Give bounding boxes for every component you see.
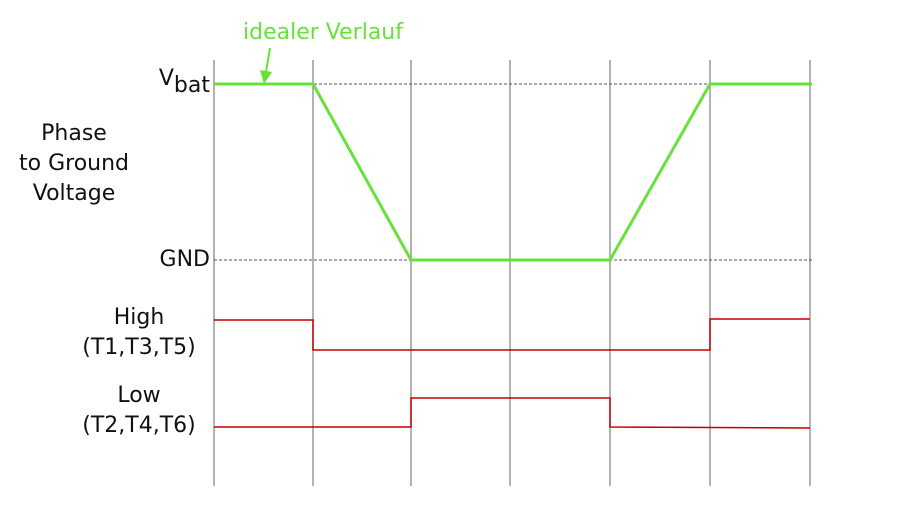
high-label-line-1: High <box>113 305 165 330</box>
annotation-arrow <box>260 47 272 84</box>
high-label-line-2: (T1,T3,T5) <box>82 335 196 360</box>
phase-label-line-3: Voltage <box>32 181 116 206</box>
phase-label-line-1: Phase <box>41 121 107 146</box>
vbat-subscript: bat <box>173 73 210 98</box>
low-label: Low (T2,T4,T6) <box>60 381 218 441</box>
annotation-label: idealer Verlauf <box>243 20 403 45</box>
high-label: High (T1,T3,T5) <box>60 303 218 363</box>
phase-voltage-trace <box>214 82 812 262</box>
vbat-main: V <box>158 66 174 91</box>
vbat-label: Vbat <box>148 64 210 98</box>
vertical-grid-lines <box>213 60 811 486</box>
low-side-signal <box>214 397 811 429</box>
low-label-line-2: (T2,T4,T6) <box>82 413 196 438</box>
phase-label-line-2: to Ground <box>19 151 129 176</box>
high-side-signal <box>214 318 810 351</box>
gnd-label: GND <box>159 247 210 272</box>
low-label-line-1: Low <box>117 383 161 408</box>
phase-label: Phase to Ground Voltage <box>0 119 148 209</box>
